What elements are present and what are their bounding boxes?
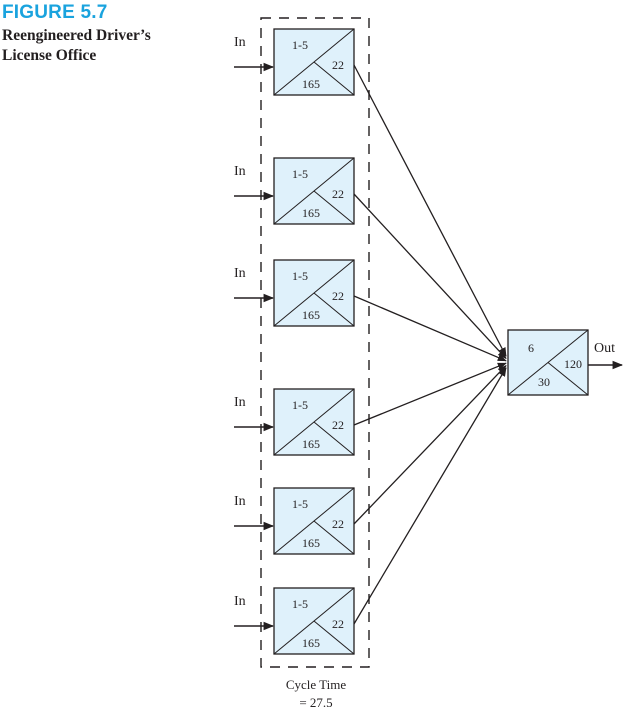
output-label: Out (594, 341, 615, 356)
final-station-time: 120 (564, 357, 582, 371)
flow-arrow (353, 295, 507, 362)
station-time: 22 (332, 617, 344, 631)
flow-arrow (353, 193, 507, 360)
flow-arrow (353, 367, 507, 625)
station-task: 1-5 (292, 398, 308, 412)
figure-title: Reengineered Driver’s License Office (2, 26, 202, 66)
station-time: 22 (332, 187, 344, 201)
input-label: In (234, 164, 246, 179)
input-label: In (234, 266, 246, 281)
final-station-task: 6 (528, 341, 534, 355)
flow-arrow (353, 364, 507, 525)
figure-title-line2: License Office (2, 47, 97, 64)
station-task: 1-5 (292, 167, 308, 181)
station-cumulative: 165 (302, 437, 320, 451)
input-label: In (234, 35, 246, 50)
parallel-stations-boundary (260, 17, 370, 668)
station-split (313, 61, 355, 96)
final-station-split (547, 362, 589, 396)
final-station-cumulative: 30 (538, 375, 550, 389)
station-split (313, 292, 355, 327)
station-task: 1-5 (292, 269, 308, 283)
flow-arrow (353, 64, 507, 357)
station-cumulative: 165 (302, 536, 320, 550)
station-time: 22 (332, 517, 344, 531)
station: In 1-5 22 165 (234, 367, 507, 655)
station: In 1-5 22 165 (234, 259, 507, 362)
station-split (313, 620, 355, 655)
figure-title-line1: Reengineered Driver’s (2, 27, 151, 44)
station-cumulative: 165 (302, 77, 320, 91)
station: In 1-5 22 165 (234, 362, 507, 456)
station: In 1-5 22 165 (234, 157, 507, 360)
flow-arrow (353, 362, 507, 426)
cycle-time-value: = 27.5 (299, 695, 332, 710)
station-cumulative: 165 (302, 206, 320, 220)
station-split (313, 520, 355, 555)
final-station: 6 120 30 Out (507, 329, 624, 396)
station-cumulative: 165 (302, 308, 320, 322)
figure-number: FIGURE 5.7 (2, 2, 108, 23)
station-task: 1-5 (292, 597, 308, 611)
station: In 1-5 22 165 (234, 364, 507, 555)
station: In 1-5 22 165 (234, 28, 507, 357)
station-task: 1-5 (292, 497, 308, 511)
input-label: In (234, 494, 246, 509)
station-time: 22 (332, 289, 344, 303)
station-task: 1-5 (292, 38, 308, 52)
input-label: In (234, 395, 246, 410)
station-time: 22 (332, 58, 344, 72)
station-cumulative: 165 (302, 636, 320, 650)
cycle-time-label: Cycle Time (286, 677, 347, 692)
input-label: In (234, 594, 246, 609)
station-split (313, 421, 355, 456)
station-time: 22 (332, 418, 344, 432)
station-split (313, 190, 355, 225)
